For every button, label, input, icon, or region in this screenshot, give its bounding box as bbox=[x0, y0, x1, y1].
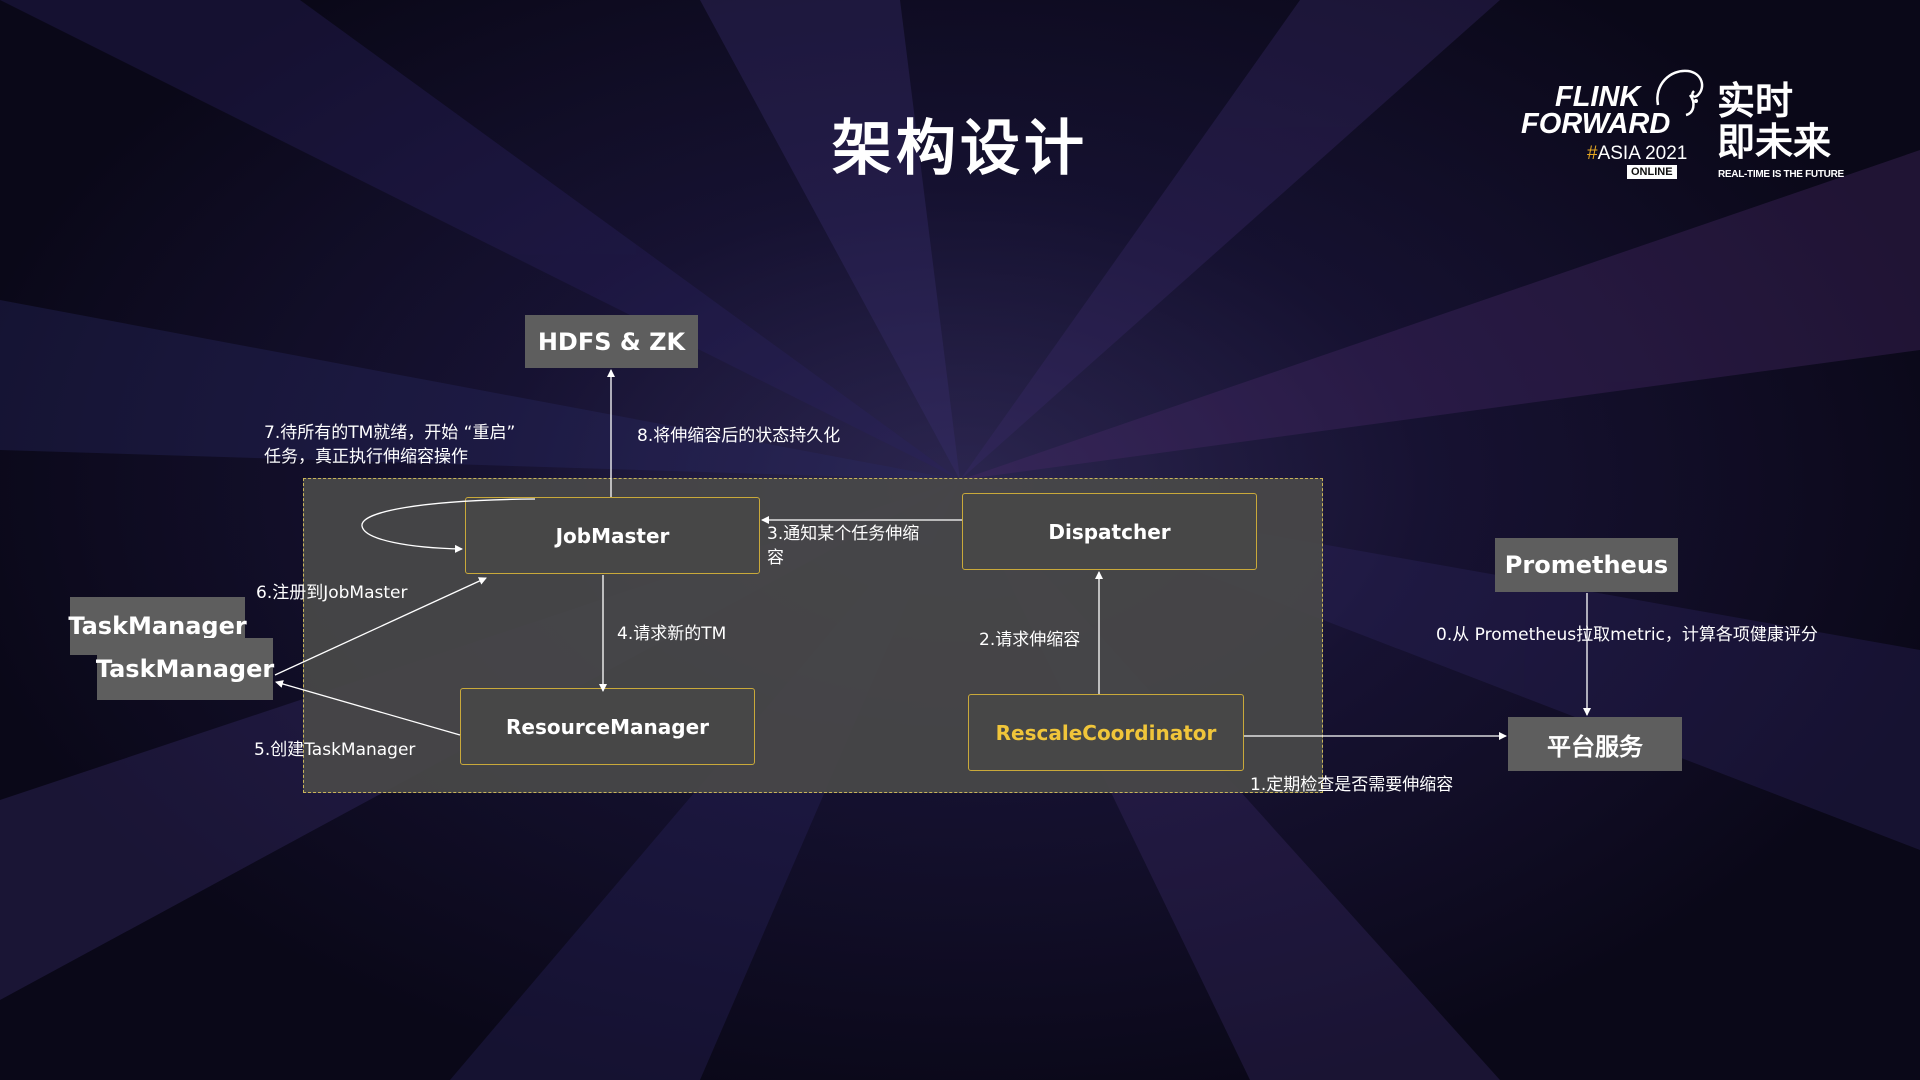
label-step7: 7.待所有的TM就绪，开始 “重启” 任务，真正执行伸缩容操作 bbox=[264, 421, 515, 469]
platform-service-node: 平台服务 bbox=[1508, 717, 1682, 771]
squirrel-icon bbox=[1656, 69, 1704, 117]
logo-tagline: REAL-TIME IS THE FUTURE bbox=[1718, 169, 1844, 180]
label-step7-line2: 任务，真正执行伸缩容操作 bbox=[264, 447, 468, 467]
logo-flink-text: FLINK bbox=[1555, 81, 1641, 113]
logo-online-badge: ONLINE bbox=[1627, 165, 1677, 179]
resourcemanager-node: ResourceManager bbox=[460, 688, 755, 765]
label-step4: 4.请求新的TM bbox=[617, 624, 727, 644]
label-step3-line2: 容 bbox=[767, 548, 784, 568]
prometheus-node: Prometheus bbox=[1495, 538, 1678, 592]
label-step3: 3.通知某个任务伸缩 容 bbox=[767, 522, 919, 570]
slide-title: 架构设计 bbox=[832, 114, 1088, 184]
logo-cn-line1: 实时 bbox=[1717, 79, 1794, 123]
label-step3-line1: 3.通知某个任务伸缩 bbox=[767, 524, 920, 544]
label-step1: 1.定期检查是否需要伸缩容 bbox=[1250, 775, 1454, 795]
logo-hash: # bbox=[1587, 143, 1598, 164]
logo-asia-year: ASIA 2021 bbox=[1597, 143, 1688, 164]
logo-asia-text: #ASIA 2021 bbox=[1587, 143, 1687, 165]
taskmanager-node-front: TaskManager bbox=[96, 638, 274, 700]
label-step0: 0.从 Prometheus拉取metric，计算各项健康评分 bbox=[1436, 625, 1818, 645]
label-step8: 8.将伸缩容后的状态持久化 bbox=[637, 426, 841, 446]
dispatcher-node: Dispatcher bbox=[962, 493, 1257, 570]
jobmaster-node: JobMaster bbox=[465, 497, 760, 574]
flink-forward-logo: FLINK FORWARD #ASIA 2021 ONLINE 实时 即未来 R… bbox=[1515, 65, 1845, 185]
hdfs-zk-node: HDFS & ZK bbox=[525, 315, 698, 368]
logo-forward-text: FORWARD bbox=[1521, 108, 1671, 140]
label-step7-line1: 7.待所有的TM就绪，开始 “重启” bbox=[264, 423, 516, 443]
rescalecoordinator-node: RescaleCoordinator bbox=[968, 694, 1244, 771]
label-step2: 2.请求伸缩容 bbox=[979, 630, 1081, 650]
logo-cn-line2: 即未来 bbox=[1717, 120, 1832, 164]
label-step6: 6.注册到JobMaster bbox=[256, 583, 408, 603]
label-step5: 5.创建TaskManager bbox=[254, 740, 416, 760]
